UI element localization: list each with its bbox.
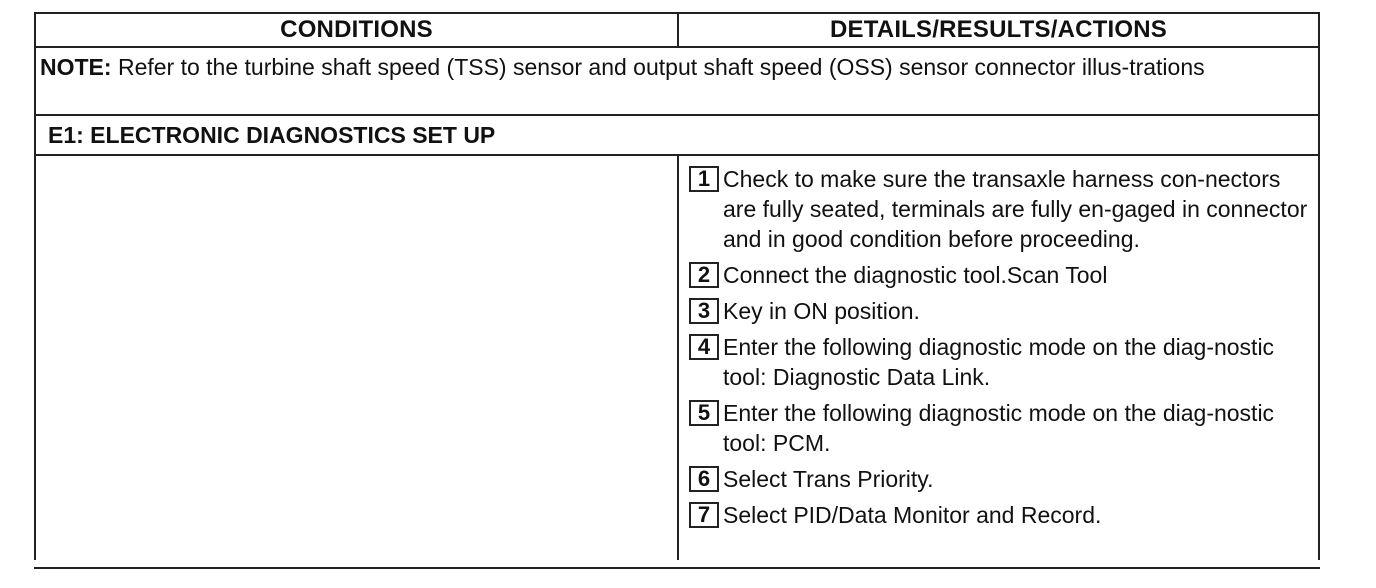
step-item: 7 Select PID/Data Monitor and Record. <box>689 500 1318 530</box>
step-text: Connect the diagnostic tool.Scan Tool <box>723 262 1108 288</box>
step-text: Key in ON position. <box>723 298 920 324</box>
step-text: Enter the following diagnostic mode on t… <box>723 334 1275 390</box>
step-item: 5 Enter the following diagnostic mode on… <box>689 398 1318 458</box>
step-text: Check to make sure the transaxle harness… <box>723 166 1308 252</box>
step-text: Select Trans Priority. <box>723 466 934 492</box>
table-header-row: CONDITIONS DETAILS/RESULTS/ACTIONS <box>34 12 1320 48</box>
step-item: 3 Key in ON position. <box>689 296 1318 326</box>
header-details-results-actions: DETAILS/RESULTS/ACTIONS <box>829 16 1168 43</box>
step-number: 7 <box>689 502 719 528</box>
note-row: NOTE: Refer to the turbine shaft speed (… <box>34 48 1320 116</box>
step-item: 4 Enter the following diagnostic mode on… <box>689 332 1318 392</box>
step-number: 4 <box>689 334 719 360</box>
step-item: 6 Select Trans Priority. <box>689 464 1318 494</box>
bottom-rule <box>34 567 1320 569</box>
step-text: Enter the following diagnostic mode on t… <box>723 400 1275 456</box>
step-text: Select PID/Data Monitor and Record. <box>723 502 1102 528</box>
step-item: 2 Connect the diagnostic tool.Scan Tool <box>689 260 1318 290</box>
step-item: 1 Check to make sure the transaxle harne… <box>689 164 1318 254</box>
section-title-row: E1: ELECTRONIC DIAGNOSTICS SET UP <box>34 116 1320 156</box>
note-text: Refer to the turbine shaft speed (TSS) s… <box>111 54 1205 80</box>
step-number: 5 <box>689 400 719 426</box>
note-content: NOTE: Refer to the turbine shaft speed (… <box>40 52 1205 108</box>
step-number: 1 <box>689 166 719 192</box>
step-number: 3 <box>689 298 719 324</box>
step-number: 2 <box>689 262 719 288</box>
section-title: E1: ELECTRONIC DIAGNOSTICS SET UP <box>48 121 496 148</box>
header-conditions: CONDITIONS <box>36 14 679 46</box>
actions-cell: 1 Check to make sure the transaxle harne… <box>679 156 1320 560</box>
note-label: NOTE: <box>40 54 112 80</box>
diagnostic-table: CONDITIONS DETAILS/RESULTS/ACTIONS NOTE:… <box>34 12 1320 560</box>
step-number: 6 <box>689 466 719 492</box>
conditions-cell <box>36 156 679 560</box>
steps-row: 1 Check to make sure the transaxle harne… <box>34 156 1320 560</box>
